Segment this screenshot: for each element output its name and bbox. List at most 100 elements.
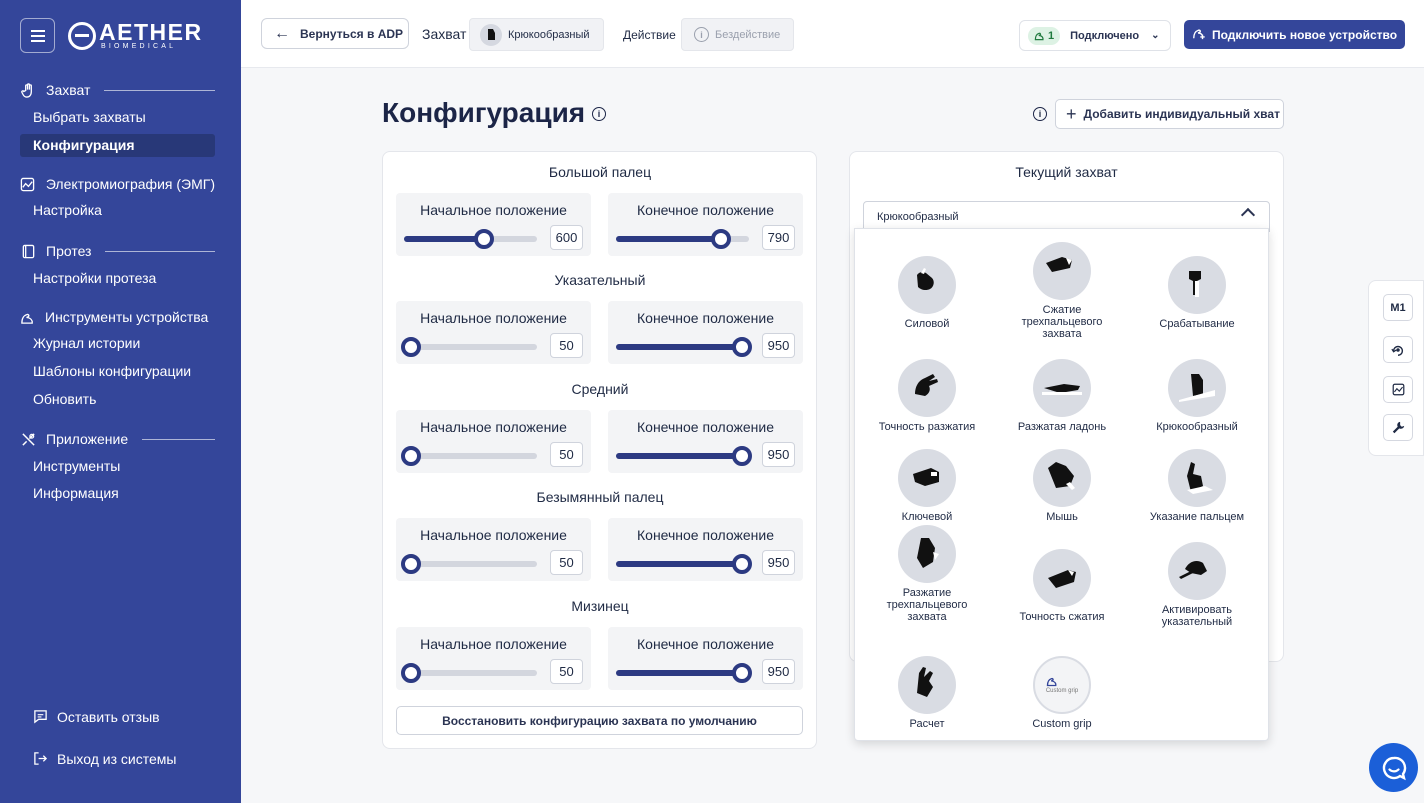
grip-hand-icon xyxy=(1033,242,1091,300)
grip-option[interactable]: Ключевой xyxy=(859,449,995,523)
grip-hand-icon xyxy=(1033,449,1091,507)
chevron-down-icon: ⌄ xyxy=(1151,30,1160,41)
start-position-slider[interactable] xyxy=(400,554,537,575)
arm-rotate-icon[interactable] xyxy=(1383,336,1413,363)
sidebar-item-update[interactable]: Обновить xyxy=(33,391,97,407)
plus-icon: + xyxy=(1066,103,1077,124)
slider-thumb[interactable] xyxy=(732,554,753,575)
slider-thumb[interactable] xyxy=(473,229,494,249)
current-grip-chip[interactable]: Крюкообразный xyxy=(469,18,604,51)
end-position-value-input[interactable]: 790 xyxy=(762,225,795,250)
chevron-up-icon xyxy=(1240,207,1256,223)
finger-title: Указательный xyxy=(554,272,646,289)
start-position-slider[interactable] xyxy=(400,662,537,683)
slider-thumb[interactable] xyxy=(400,337,421,358)
start-position-value-input[interactable]: 50 xyxy=(550,550,583,576)
info-icon[interactable]: i xyxy=(1033,107,1047,121)
start-position-value-input[interactable]: 600 xyxy=(550,225,583,250)
hamburger-icon xyxy=(30,34,45,37)
end-position-slider[interactable] xyxy=(616,554,753,575)
sidebar-section-prosthesis: Протез xyxy=(20,241,215,261)
slider-thumb[interactable] xyxy=(400,445,421,466)
start-position-slider[interactable] xyxy=(400,445,537,466)
sidebar-item-choose-grips[interactable]: Выбрать захваты xyxy=(33,109,146,125)
grip-option-label: Расчет xyxy=(909,718,945,730)
grip-option-label: Сжатие трехпальцевого захвата xyxy=(1021,304,1103,340)
start-position-value-input[interactable]: 50 xyxy=(550,658,583,684)
sidebar-section-grips: Захват xyxy=(20,80,215,100)
sidebar-item-information[interactable]: Информация xyxy=(33,485,119,501)
hand-thumbnail-icon xyxy=(480,23,502,46)
grip-option-label: Указание пальцем xyxy=(1149,511,1245,523)
back-to-adp-button[interactable]: ← Вернуться в ADP xyxy=(261,18,409,49)
end-position-value-input[interactable]: 950 xyxy=(762,441,795,467)
end-position-value-input[interactable]: 950 xyxy=(762,658,795,684)
brand-logo: AETHER BIOMEDICAL xyxy=(68,21,203,51)
info-icon[interactable]: i xyxy=(592,107,606,121)
grip-option[interactable]: Указание пальцем xyxy=(1129,449,1265,523)
sidebar-item-config-templates[interactable]: Шаблоны конфигурации xyxy=(33,363,192,379)
menu-toggle-button[interactable] xyxy=(20,18,55,53)
slider-thumb[interactable] xyxy=(400,554,421,575)
quick-actions-rail: M1 xyxy=(1368,280,1424,456)
slider-fill xyxy=(616,344,743,351)
grip-option-label: Срабатывание xyxy=(1159,318,1235,330)
grip-option[interactable]: Срабатывание xyxy=(1129,256,1265,330)
add-custom-grip-button[interactable]: + Добавить индивидуальный хват xyxy=(1055,99,1284,129)
end-position-slider[interactable] xyxy=(616,662,753,683)
sidebar-item-history-log[interactable]: Журнал истории xyxy=(33,335,141,351)
sidebar-item-emg-setup[interactable]: Настройка xyxy=(33,202,102,218)
slider-thumb[interactable] xyxy=(732,445,753,466)
start-position-slider[interactable] xyxy=(400,337,537,358)
slider-thumb[interactable] xyxy=(400,662,421,683)
sidebar-item-tools[interactable]: Инструменты xyxy=(33,458,121,474)
end-position-slider[interactable] xyxy=(616,337,753,358)
feedback-link[interactable]: Оставить отзыв xyxy=(33,709,160,725)
slider-thumb[interactable] xyxy=(732,337,753,358)
connected-devices-dropdown[interactable]: 1 Подключено ⌄ xyxy=(1019,20,1171,51)
wrench-icon[interactable] xyxy=(1383,414,1413,441)
grip-option[interactable]: Крюкообразный xyxy=(1129,359,1265,433)
end-position-value-input[interactable]: 950 xyxy=(762,550,795,576)
end-position-value-input[interactable]: 950 xyxy=(762,333,795,359)
finger-title: Безымянный палец xyxy=(536,489,664,506)
restore-default-config-button[interactable]: Восстановить конфигурацию захвата по умо… xyxy=(396,706,803,735)
finger-title: Мизинец xyxy=(571,597,629,614)
sidebar-item-configuration[interactable]: Конфигурация xyxy=(20,134,215,157)
chart-icon[interactable] xyxy=(1383,376,1413,403)
logout-link[interactable]: Выход из системы xyxy=(33,751,176,767)
sidebar: AETHER BIOMEDICAL Захват Выбрать захваты… xyxy=(0,0,241,803)
start-position-label: Начальное положение xyxy=(420,310,567,327)
grip-option[interactable]: Разжатая ладонь xyxy=(994,359,1130,433)
grip-option[interactable]: Расчет xyxy=(859,656,995,730)
start-position-label: Начальное положение xyxy=(420,527,567,544)
end-position-slider[interactable] xyxy=(616,445,753,466)
grip-option[interactable]: Точность разжатия xyxy=(859,359,995,433)
chat-support-button[interactable] xyxy=(1369,743,1418,792)
grip-option[interactable]: Разжатие трехпальцевого захвата xyxy=(859,525,995,623)
grip-option-label: Ключевой xyxy=(901,511,953,523)
action-label: Действие xyxy=(623,28,676,42)
grip-option[interactable]: Активировать указательный xyxy=(1129,542,1265,628)
end-position-slider[interactable] xyxy=(616,229,749,249)
end-position-label: Конечное положение xyxy=(637,418,774,435)
slider-thumb[interactable] xyxy=(711,229,732,249)
slider-fill xyxy=(616,236,722,242)
start-position-value-input[interactable]: 50 xyxy=(550,333,583,359)
sidebar-item-prosthesis-settings[interactable]: Настройки протеза xyxy=(33,270,157,286)
grip-option[interactable]: Силовой xyxy=(859,256,995,330)
grip-option[interactable]: Точность сжатия xyxy=(994,549,1130,623)
grip-option[interactable]: Мышь xyxy=(994,449,1130,523)
start-position-value-input[interactable]: 50 xyxy=(550,441,583,467)
start-position-slider[interactable] xyxy=(404,229,537,249)
mode-m1-button[interactable]: M1 xyxy=(1383,294,1413,321)
connect-new-device-button[interactable]: Подключить новое устройство xyxy=(1184,20,1405,49)
grip-option-label: Точность разжатия xyxy=(878,421,976,433)
grip-option[interactable]: Сжатие трехпальцевого захвата xyxy=(994,242,1130,340)
book-icon xyxy=(20,243,36,259)
slider-thumb[interactable] xyxy=(732,662,753,683)
